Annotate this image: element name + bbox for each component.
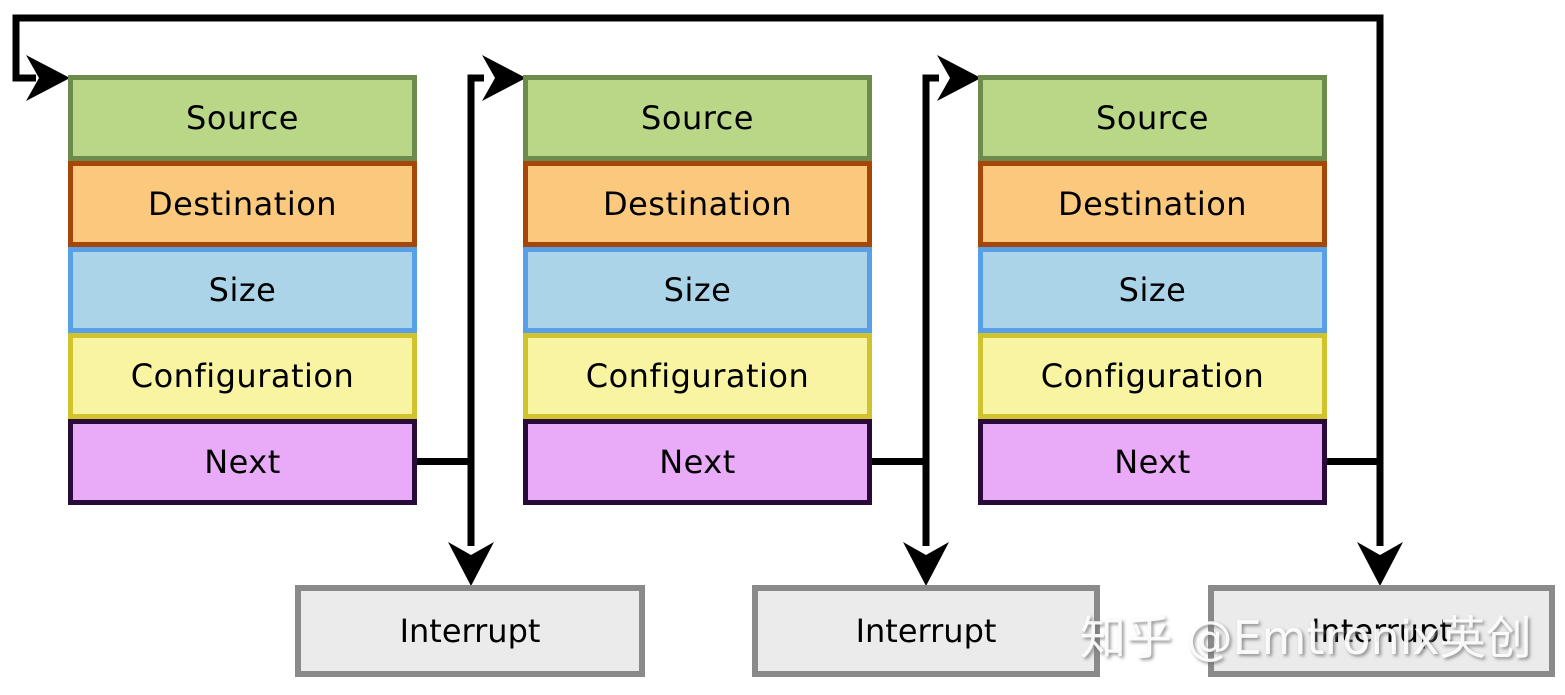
row-label: Destination bbox=[602, 185, 793, 223]
row-label: Size bbox=[663, 271, 732, 309]
interrupt-box-1: Interrupt bbox=[295, 585, 645, 677]
arrowhead-into-interrupt1 bbox=[448, 542, 494, 586]
descriptor-block-3: Source Destination Size Configuration Ne… bbox=[978, 75, 1327, 505]
row-source: Source bbox=[68, 75, 417, 161]
descriptor-block-2: Source Destination Size Configuration Ne… bbox=[523, 75, 872, 505]
row-label: Source bbox=[641, 99, 754, 137]
row-destination: Destination bbox=[523, 161, 872, 247]
row-size: Size bbox=[978, 247, 1327, 333]
row-configuration: Configuration bbox=[978, 333, 1327, 419]
row-configuration: Configuration bbox=[68, 333, 417, 419]
interrupt-box-3: Interrupt bbox=[1208, 585, 1555, 677]
arrowhead-into-block1 bbox=[26, 55, 70, 101]
row-configuration: Configuration bbox=[523, 333, 872, 419]
interrupt-label: Interrupt bbox=[399, 612, 541, 650]
row-label: Next bbox=[204, 443, 281, 481]
interrupt-label: Interrupt bbox=[1311, 612, 1452, 650]
interrupt-label: Interrupt bbox=[855, 612, 997, 650]
row-label: Configuration bbox=[585, 357, 810, 395]
row-label: Destination bbox=[1057, 185, 1248, 223]
row-label: Configuration bbox=[1040, 357, 1265, 395]
arrowhead-into-interrupt2 bbox=[903, 542, 949, 586]
row-label: Next bbox=[659, 443, 736, 481]
connector-2-vertical bbox=[922, 74, 939, 546]
row-next: Next bbox=[523, 419, 872, 505]
row-label: Next bbox=[1114, 443, 1191, 481]
row-label: Source bbox=[1096, 99, 1209, 137]
row-label: Destination bbox=[147, 185, 338, 223]
arrowhead-into-interrupt3 bbox=[1357, 542, 1403, 586]
row-source: Source bbox=[523, 75, 872, 161]
row-label: Source bbox=[186, 99, 299, 137]
row-source: Source bbox=[978, 75, 1327, 161]
row-destination: Destination bbox=[68, 161, 417, 247]
row-next: Next bbox=[978, 419, 1327, 505]
row-destination: Destination bbox=[978, 161, 1327, 247]
loopback-line-left bbox=[12, 14, 36, 82]
row-label: Size bbox=[1118, 271, 1187, 309]
arrowhead-into-block3 bbox=[937, 55, 981, 101]
arrowhead-into-block2 bbox=[482, 55, 526, 101]
row-size: Size bbox=[523, 247, 872, 333]
row-size: Size bbox=[68, 247, 417, 333]
row-label: Configuration bbox=[130, 357, 355, 395]
row-label: Size bbox=[208, 271, 277, 309]
row-next: Next bbox=[68, 419, 417, 505]
connector-1-vertical bbox=[467, 74, 484, 546]
descriptor-block-1: Source Destination Size Configuration Ne… bbox=[68, 75, 417, 505]
interrupt-box-2: Interrupt bbox=[752, 585, 1100, 677]
